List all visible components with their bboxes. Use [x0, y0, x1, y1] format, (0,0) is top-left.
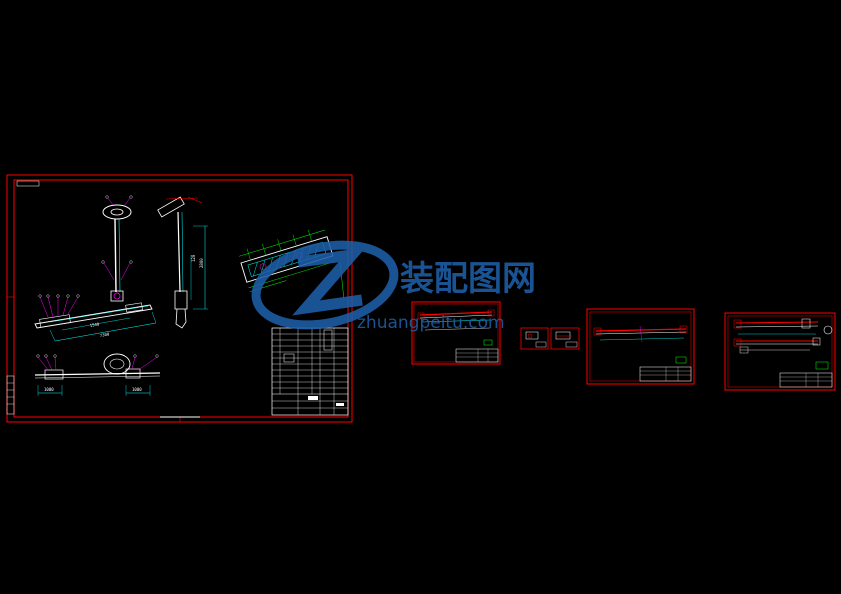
watermark: 装配图网 zhuangpeitu.com — [251, 240, 536, 333]
part-2-title-block — [455, 339, 499, 363]
part-5-drawing — [733, 318, 833, 354]
dim-height: 2800 — [199, 258, 204, 268]
sheet-part-2[interactable] — [411, 301, 501, 365]
sheet-part-3a[interactable] — [520, 327, 549, 350]
watermark-url: zhuangpeitu.com — [357, 313, 505, 333]
sheet-part-5[interactable] — [724, 312, 836, 391]
assembly-view-bottom[interactable]: 1000 1000 — [34, 353, 161, 396]
watermark-title: 装配图网 — [400, 259, 536, 299]
assembly-view-side[interactable]: 2800 120 — [157, 196, 208, 329]
watermark-logo-icon — [251, 240, 399, 330]
part-5-title-block — [779, 361, 833, 388]
part-4-title-block — [639, 356, 692, 382]
sheet-part-4[interactable] — [586, 308, 695, 385]
drawing-number-tag — [16, 180, 40, 187]
title-block-main[interactable] — [271, 327, 349, 416]
dim-arm-length: 1540 — [89, 321, 100, 328]
dim-left-bracket: 1000 — [44, 387, 54, 392]
left-revision-strip — [6, 375, 15, 415]
sheet-part-3b[interactable] — [550, 327, 580, 350]
assembly-view-front[interactable]: 7300 1540 — [34, 195, 157, 342]
dim-overall-length: 7300 — [99, 331, 110, 338]
dim-pole: 120 — [191, 254, 196, 262]
sheet-main-assembly[interactable]: 7300 1540 2800 120 — [6, 174, 353, 423]
dim-right-bracket: 1000 — [132, 387, 142, 392]
part-2-drawing — [417, 309, 495, 331]
part-4-drawing — [593, 325, 688, 343]
